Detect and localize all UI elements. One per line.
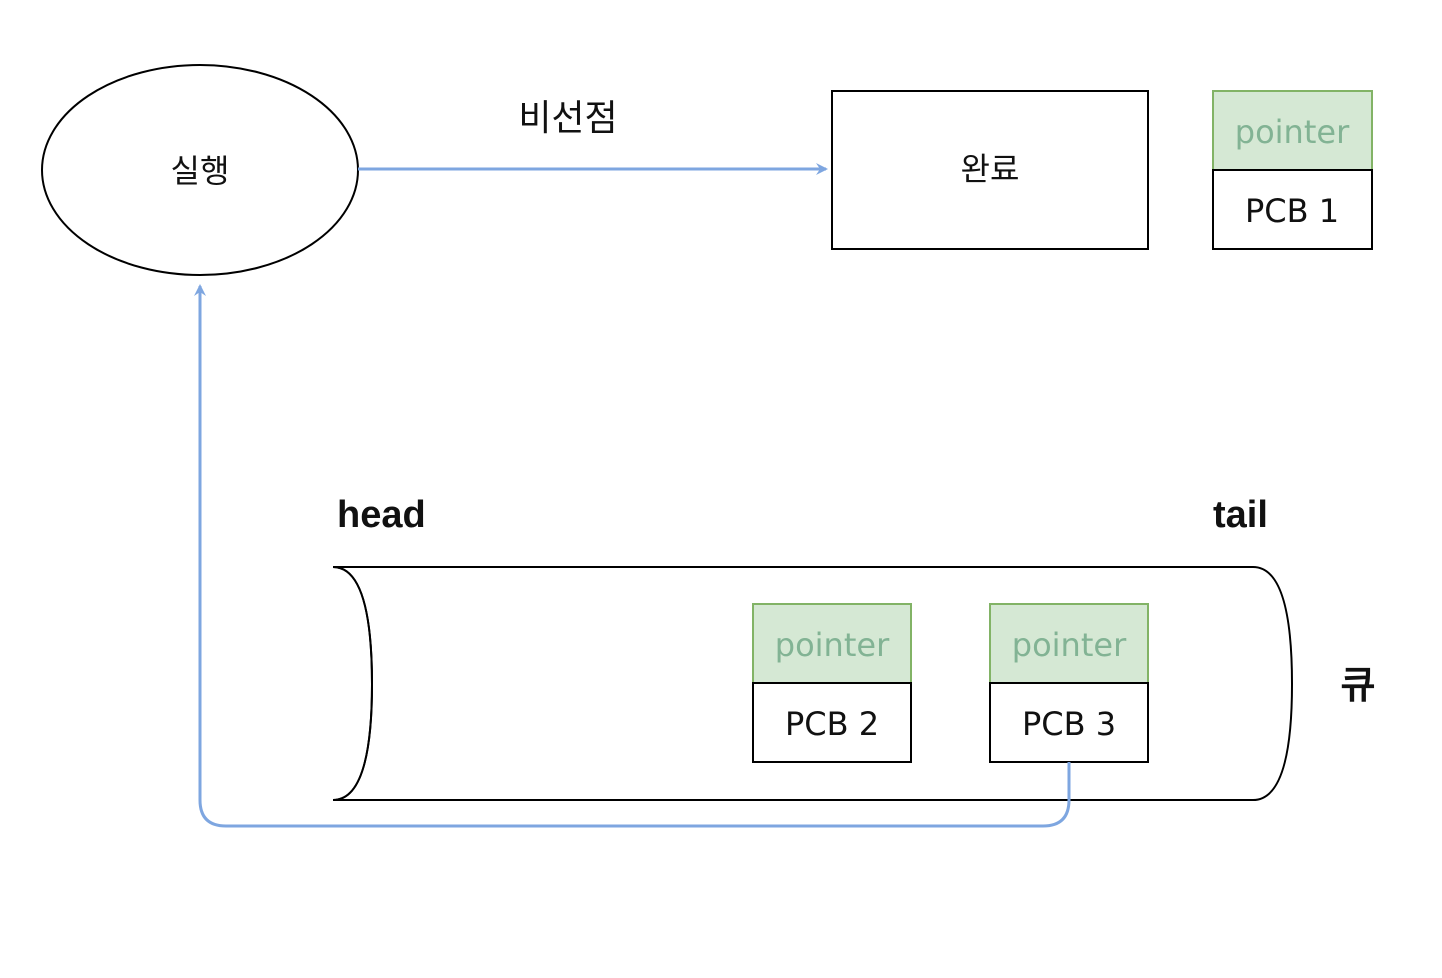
running-state-label: 실행 <box>171 152 230 190</box>
pcb-1-cell <box>1212 169 1373 250</box>
pcb-1-pointer-label: pointer <box>1235 113 1350 151</box>
pcb-2-cell <box>752 682 912 763</box>
queue-head-label: head <box>337 494 426 536</box>
pcb-2-block: pointer PCB 2 <box>752 603 912 763</box>
pcb-3-block: pointer PCB 3 <box>989 603 1149 763</box>
pcb-3-label: PCB 3 <box>1022 705 1116 743</box>
queue-label: 큐 <box>1341 665 1376 707</box>
running-state-node: 실행 <box>41 64 359 276</box>
completed-state-label: 완료 <box>961 150 1020 188</box>
pcb-3-pointer-label: pointer <box>1012 626 1127 664</box>
queue-tail-label: tail <box>1213 494 1268 536</box>
pcb-2-label: PCB 2 <box>785 705 879 743</box>
pcb-2-pointer-label: pointer <box>775 626 890 664</box>
pcb-1-block: pointer PCB 1 <box>1212 90 1373 250</box>
pcb-2-pointer-cell <box>752 603 912 684</box>
dispatch-arrow <box>194 284 1071 828</box>
completed-state-node: 완료 <box>831 90 1149 250</box>
pcb-1-label: PCB 1 <box>1245 192 1339 230</box>
nonpreemptive-label: 비선점 <box>518 98 617 139</box>
